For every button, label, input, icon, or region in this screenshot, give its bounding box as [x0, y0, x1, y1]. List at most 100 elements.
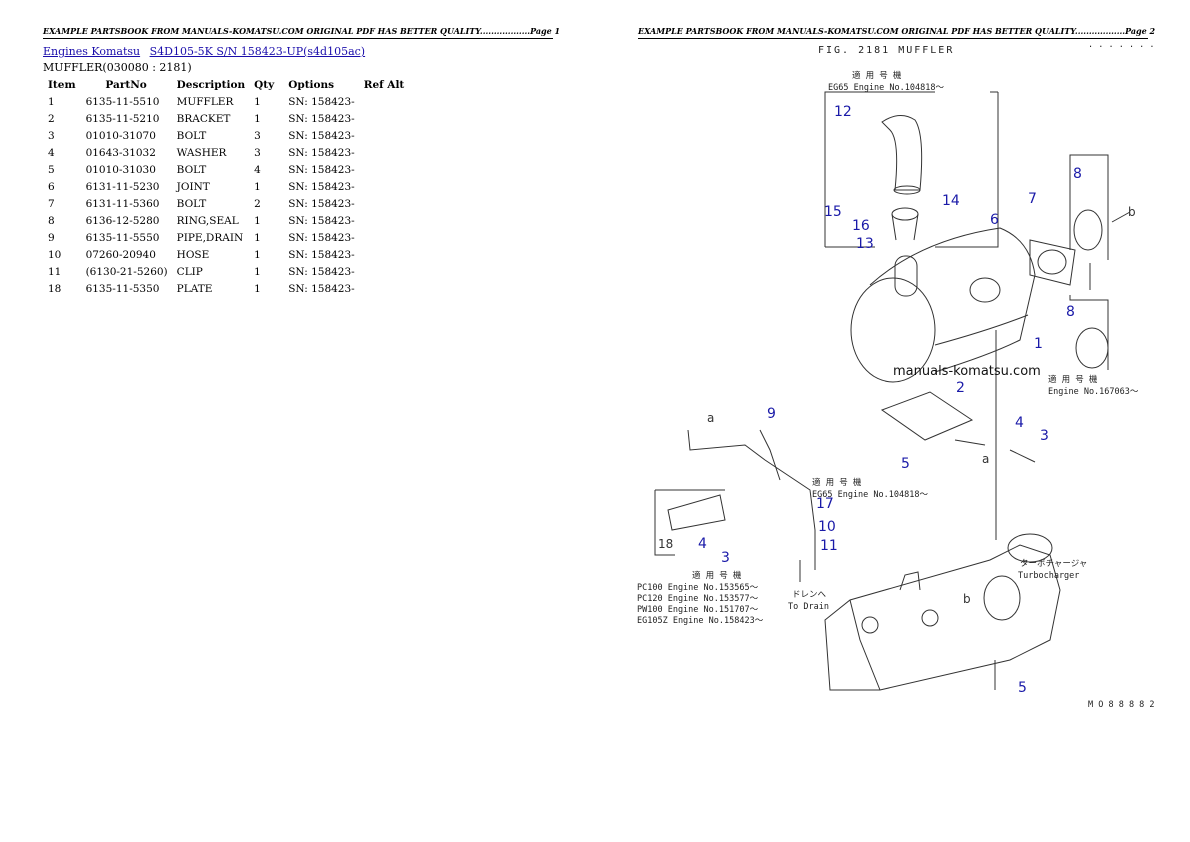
col-item: Item	[48, 78, 76, 91]
options-cell: SN: 158423-	[288, 282, 355, 295]
mid-note-en: EG65 Engine No.104818～	[812, 490, 928, 500]
muffler-drawing	[850, 227, 1076, 383]
callout-4: 4	[1015, 415, 1024, 431]
item-cell: 4	[48, 146, 55, 159]
callout-b: b	[1128, 205, 1136, 219]
inset-note-jp: 適 用 号 機	[852, 70, 902, 81]
left-note-line-1: PC100 Engine No.153565～	[637, 583, 759, 593]
drain-note-jp: ドレンへ	[792, 590, 827, 600]
drain-pipe-drawing	[654, 429, 816, 582]
item-cell: 3	[48, 129, 55, 142]
qty-cell: 1	[254, 180, 261, 193]
turbo-note-en: Turbocharger	[1018, 571, 1079, 581]
partno-cell: (6130-21-5260)	[85, 265, 168, 278]
qty-cell: 1	[254, 112, 261, 125]
callout-17: 17	[816, 496, 834, 512]
qty-cell: 1	[254, 248, 261, 261]
partno-cell: 6135-11-5510	[85, 95, 160, 108]
left-note-jp: 適 用 号 機	[692, 570, 742, 581]
page-header: EXAMPLE PARTSBOOK FROM MANUALS-KOMATSU.C…	[43, 26, 560, 39]
item-cell: 7	[48, 197, 55, 210]
callout-2: 2	[956, 380, 965, 396]
col-options: Options	[288, 78, 335, 91]
callout-13: 13	[856, 236, 874, 252]
qty-cell: 3	[254, 129, 261, 142]
options-cell: SN: 158423-	[288, 197, 355, 210]
col-description: Description	[176, 78, 246, 91]
description-cell: HOSE	[176, 248, 210, 261]
breadcrumb-link-model[interactable]: S4D105-5K S/N 158423-UP(s4d105ac)	[149, 45, 366, 58]
item-cell: 1	[48, 95, 55, 108]
item-cell: 11	[48, 265, 62, 278]
callout-b: b	[963, 592, 971, 606]
drain-note-en: To Drain	[788, 602, 829, 612]
left-note-line-2: PC120 Engine No.153577～	[637, 594, 759, 604]
description-cell: WASHER	[176, 146, 227, 159]
callout-10: 10	[818, 519, 836, 535]
options-cell: SN: 158423-	[288, 129, 355, 142]
description-cell: BOLT	[176, 197, 207, 210]
partno-cell: 6136-12-5280	[85, 214, 160, 227]
callout-7: 7	[1028, 191, 1037, 207]
partno-cell: 6135-11-5550	[85, 231, 160, 244]
callout-14: 14	[942, 193, 960, 209]
mid-note-jp: 適 用 号 機	[812, 477, 862, 488]
callout-16: 16	[852, 218, 870, 234]
partno-cell: 07260-20940	[85, 248, 156, 261]
callout-3: 3	[721, 550, 730, 566]
turbo-note-jp: ターボチャージャ	[1020, 559, 1087, 569]
col-ref-alt: Ref Alt	[363, 78, 405, 91]
item-cell: 6	[48, 180, 55, 193]
options-cell: SN: 158423-	[288, 248, 355, 261]
left-note-line-4: EG105Z Engine No.158423～	[637, 616, 764, 626]
callout-a: a	[707, 411, 714, 425]
callout-15: 15	[824, 204, 842, 220]
qty-cell: 1	[254, 231, 261, 244]
callout-12: 12	[834, 104, 852, 120]
pipe-drawing	[881, 115, 923, 241]
right-note-en: Engine No.167063～	[1048, 387, 1139, 397]
fig-title: FIG. 2181 MUFFLER	[818, 45, 954, 56]
qty-cell: 1	[254, 282, 261, 295]
partno-cell: 01010-31070	[85, 129, 156, 142]
description-cell: RING,SEAL	[176, 214, 239, 227]
description-cell: PIPE,DRAIN	[176, 231, 244, 244]
page-right: EXAMPLE PARTSBOOK FROM MANUALS-KOMATSU.C…	[595, 0, 1190, 842]
page-header: EXAMPLE PARTSBOOK FROM MANUALS-KOMATSU.C…	[638, 26, 1155, 39]
options-cell: SN: 158423-	[288, 265, 355, 278]
callout-1: 1	[1034, 336, 1043, 352]
options-cell: SN: 158423-	[288, 112, 355, 125]
qty-cell: 1	[254, 214, 261, 227]
callout-6: 6	[990, 212, 999, 228]
watermark: manuals-komatsu.com	[893, 364, 1041, 379]
qty-cell: 3	[254, 146, 261, 159]
options-cell: SN: 158423-	[288, 163, 355, 176]
item-cell: 2	[48, 112, 55, 125]
right-note-jp: 適 用 号 機	[1048, 374, 1098, 385]
description-cell: MUFFLER	[176, 95, 234, 108]
item-cell: 10	[48, 248, 62, 261]
inset-box	[824, 91, 999, 248]
options-cell: SN: 158423-	[288, 95, 355, 108]
page-title: MUFFLER(030080 : 2181)	[43, 61, 192, 74]
callout-a: a	[982, 452, 989, 466]
callout-18: 18	[658, 537, 673, 551]
partno-cell: 6131-11-5360	[85, 197, 160, 210]
left-note-line-3: PW100 Engine No.151707～	[637, 605, 759, 615]
description-cell: CLIP	[176, 265, 203, 278]
partno-cell: 6135-11-5210	[85, 112, 160, 125]
partno-cell: 6131-11-5230	[85, 180, 160, 193]
callout-3: 3	[1040, 428, 1049, 444]
breadcrumb: Engines Komatsu S4D105-5K S/N 158423-UP(…	[43, 45, 371, 58]
callout-8: 8	[1066, 304, 1075, 320]
item-cell: 5	[48, 163, 55, 176]
qty-cell: 2	[254, 197, 261, 210]
breadcrumb-link-engines[interactable]: Engines Komatsu	[43, 45, 141, 58]
callout-4: 4	[698, 536, 707, 552]
